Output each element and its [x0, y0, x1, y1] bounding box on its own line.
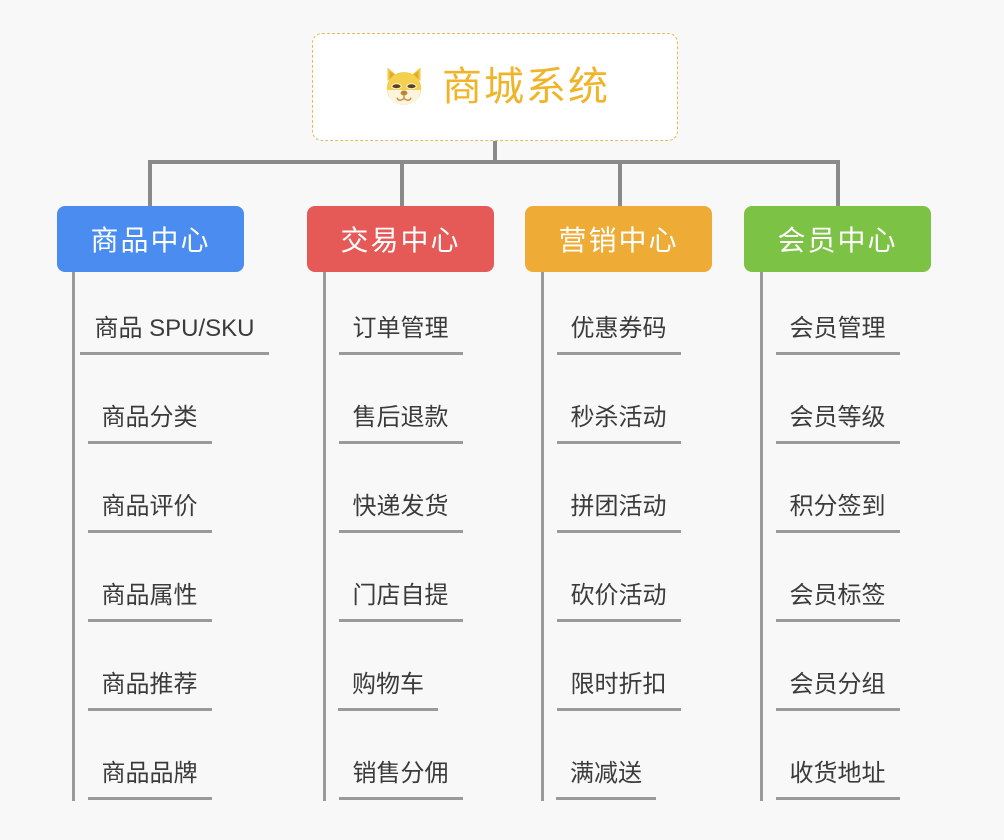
category-header-label-0: 商品中心	[90, 225, 211, 256]
category-trunk-3	[760, 272, 763, 801]
leaf-label-0-4: 商品推荐	[87, 670, 212, 711]
leaf-label-0-0: 商品 SPU/SKU	[80, 314, 269, 355]
leaf-label-2-2: 拼团活动	[556, 492, 681, 533]
root-node-shop-system[interactable]: 商城系统	[312, 33, 678, 141]
category-trunk-1	[323, 272, 326, 801]
leaf-label-1-2: 快递发货	[338, 492, 463, 533]
category-trunk-0	[72, 272, 75, 801]
leaf-label-0-1: 商品分类	[87, 403, 212, 444]
category-header-0[interactable]: 商品中心	[57, 206, 244, 272]
connector-root-stem	[493, 141, 497, 163]
leaf-item-3-3[interactable]: 会员标签	[760, 533, 915, 622]
leaf-item-1-1[interactable]: 售后退款	[323, 355, 478, 444]
leaf-label-2-0: 优惠券码	[556, 314, 681, 355]
leaf-label-0-3: 商品属性	[87, 581, 212, 622]
shiba-dog-icon	[386, 67, 422, 105]
connector-drop-4	[836, 160, 840, 207]
category-header-label-2: 营销中心	[558, 225, 679, 256]
leaf-item-2-2[interactable]: 拼团活动	[541, 444, 696, 533]
leaf-item-2-4[interactable]: 限时折扣	[541, 622, 696, 711]
leaf-label-1-5: 销售分佣	[338, 759, 463, 800]
leaf-item-3-0[interactable]: 会员管理	[760, 266, 915, 355]
leaf-item-3-2[interactable]: 积分签到	[760, 444, 915, 533]
leaf-label-1-0: 订单管理	[338, 314, 463, 355]
connector-drop-3	[618, 160, 622, 207]
category-header-label-1: 交易中心	[340, 225, 461, 256]
leaf-label-3-5: 收货地址	[775, 759, 900, 800]
leaf-label-0-2: 商品评价	[87, 492, 212, 533]
leaf-item-0-0[interactable]: 商品 SPU/SKU	[72, 266, 277, 355]
leaf-item-2-5[interactable]: 满减送	[541, 711, 671, 800]
leaf-item-0-4[interactable]: 商品推荐	[72, 622, 227, 711]
leaf-item-0-3[interactable]: 商品属性	[72, 533, 227, 622]
category-header-2[interactable]: 营销中心	[525, 206, 712, 272]
leaf-label-2-4: 限时折扣	[556, 670, 681, 711]
leaf-label-0-5: 商品品牌	[87, 759, 212, 800]
leaf-item-2-1[interactable]: 秒杀活动	[541, 355, 696, 444]
leaf-label-1-4: 购物车	[338, 670, 438, 711]
connector-drop-1	[148, 160, 152, 207]
leaf-label-3-1: 会员等级	[775, 403, 900, 444]
category-trunk-2	[541, 272, 544, 801]
leaf-label-1-1: 售后退款	[338, 403, 463, 444]
leaf-label-2-5: 满减送	[556, 759, 656, 800]
leaf-label-3-4: 会员分组	[775, 670, 900, 711]
leaf-label-2-3: 砍价活动	[556, 581, 681, 622]
leaf-item-3-4[interactable]: 会员分组	[760, 622, 915, 711]
leaf-item-2-0[interactable]: 优惠券码	[541, 266, 696, 355]
leaf-label-2-1: 秒杀活动	[556, 403, 681, 444]
leaf-item-2-3[interactable]: 砍价活动	[541, 533, 696, 622]
leaf-item-0-5[interactable]: 商品品牌	[72, 711, 227, 800]
leaf-item-1-2[interactable]: 快递发货	[323, 444, 478, 533]
category-header-3[interactable]: 会员中心	[744, 206, 931, 272]
category-header-1[interactable]: 交易中心	[307, 206, 494, 272]
category-header-label-3: 会员中心	[777, 225, 898, 256]
leaf-item-3-5[interactable]: 收货地址	[760, 711, 915, 800]
leaf-item-1-0[interactable]: 订单管理	[323, 266, 478, 355]
leaf-label-3-2: 积分签到	[775, 492, 900, 533]
leaf-label-3-0: 会员管理	[775, 314, 900, 355]
leaf-label-1-3: 门店自提	[338, 581, 463, 622]
leaf-item-1-3[interactable]: 门店自提	[323, 533, 478, 622]
root-node-label: 商城系统	[442, 65, 610, 109]
leaf-item-0-1[interactable]: 商品分类	[72, 355, 227, 444]
leaf-item-1-4[interactable]: 购物车	[323, 622, 453, 711]
connector-drop-2	[400, 160, 404, 207]
leaf-item-1-5[interactable]: 销售分佣	[323, 711, 478, 800]
leaf-label-3-3: 会员标签	[775, 581, 900, 622]
leaf-item-3-1[interactable]: 会员等级	[760, 355, 915, 444]
leaf-item-0-2[interactable]: 商品评价	[72, 444, 227, 533]
connector-horizontal-bus	[148, 160, 840, 164]
